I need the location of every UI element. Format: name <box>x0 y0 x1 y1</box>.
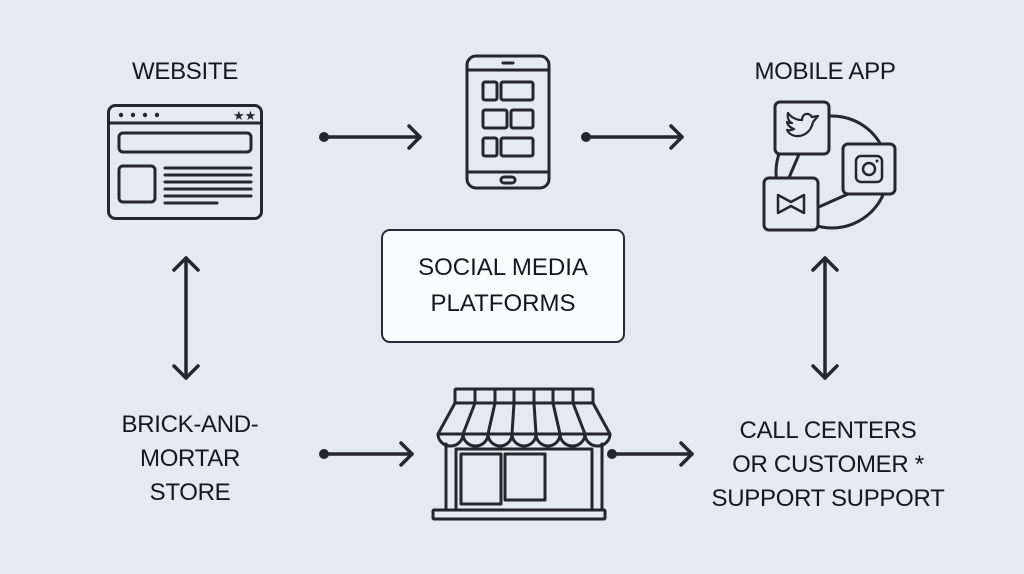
social-media-platforms-box: SOCIAL MEDIA PLATFORMS <box>381 229 625 343</box>
twitter-bird-icon <box>773 100 831 156</box>
social-media-line2: PLATFORMS <box>430 290 576 317</box>
svg-text:★★: ★★ <box>233 109 256 124</box>
arrow-website-to-mobile <box>319 124 422 150</box>
social-media-line1: SOCIAL MEDIA <box>418 254 588 281</box>
call-centers-label: CALL CENTERS OR CUSTOMER * SUPPORT SUPPO… <box>690 414 966 516</box>
smartphone-icon <box>465 54 551 190</box>
call-line3: SUPPORT SUPPORT <box>711 485 945 512</box>
arrow-store-to-callcenter <box>607 441 694 467</box>
call-line1: CALL CENTERS <box>739 417 917 444</box>
storefront-icon <box>431 387 612 521</box>
bowtie-icon <box>762 176 820 232</box>
arrow-brick-to-store <box>319 441 414 467</box>
double-arrow-website-store <box>172 256 200 380</box>
mobile-app-label: MOBILE APP <box>754 58 896 85</box>
arrow-mobile-to-app <box>581 124 684 150</box>
brick-and-mortar-label: BRICK-AND- MORTAR STORE <box>90 408 290 510</box>
browser-window-icon: ★★ <box>107 104 263 220</box>
social-apps-network-icon <box>762 100 897 232</box>
website-label: WEBSITE <box>132 58 238 85</box>
brick-line3: STORE <box>149 479 231 506</box>
instagram-camera-icon <box>841 142 897 196</box>
double-arrow-app-callcenter <box>811 256 839 380</box>
brick-line1: BRICK-AND- <box>121 411 259 438</box>
brick-line2: MORTAR <box>140 445 240 472</box>
call-line2: OR CUSTOMER * <box>732 451 924 478</box>
